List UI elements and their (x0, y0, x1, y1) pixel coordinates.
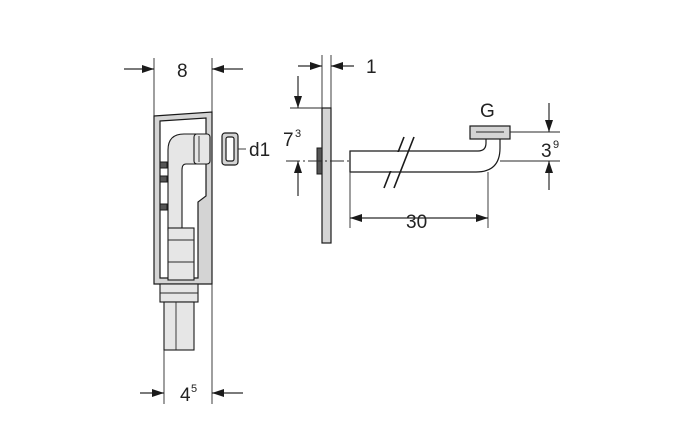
arrow-45-right (212, 389, 224, 397)
label-pipe-height: 3 (541, 141, 552, 162)
label-pipe-length: 30 (406, 212, 427, 233)
label-thread: G (480, 101, 495, 122)
break-mark-2 (393, 136, 415, 189)
side-tab-2 (159, 175, 168, 183)
break-gap (386, 152, 404, 171)
arrow-8-left (142, 65, 154, 73)
label-width-bottom: 4 (180, 385, 191, 406)
label-width-main: 8 (177, 61, 188, 82)
siphon-box-assembly (124, 58, 246, 404)
arrow-1-right (331, 62, 343, 70)
arrow-8-right (212, 65, 224, 73)
arrow-30-left (350, 214, 362, 222)
label-pipe-height-sup: 9 (553, 139, 559, 151)
pipe-body (349, 137, 501, 173)
inner-drain-pipe (167, 227, 195, 281)
label-connector: d1 (249, 140, 270, 161)
arrow-73-bottom (294, 161, 302, 173)
plate-and-pipe-assembly (286, 55, 560, 244)
siphon-outlet (193, 133, 211, 165)
label-height-plate: 7 (283, 130, 294, 151)
arrow-45-left (152, 389, 164, 397)
side-tab-1 (159, 161, 168, 169)
label-thickness: 1 (366, 57, 377, 78)
arrow-39-top (545, 120, 553, 132)
arrow-30-right (476, 214, 488, 222)
arrow-73-top (294, 96, 302, 108)
thread-nut (469, 125, 511, 140)
label-width-bottom-sup: 5 (191, 383, 197, 395)
arrow-39-bottom (545, 161, 553, 173)
mounting-plate (321, 107, 332, 244)
label-height-plate-sup: 3 (295, 128, 301, 140)
outlet-pipe (163, 301, 195, 351)
side-tab-3 (159, 203, 168, 211)
connector-ring-inner (225, 136, 235, 162)
arrow-1-left (310, 62, 322, 70)
